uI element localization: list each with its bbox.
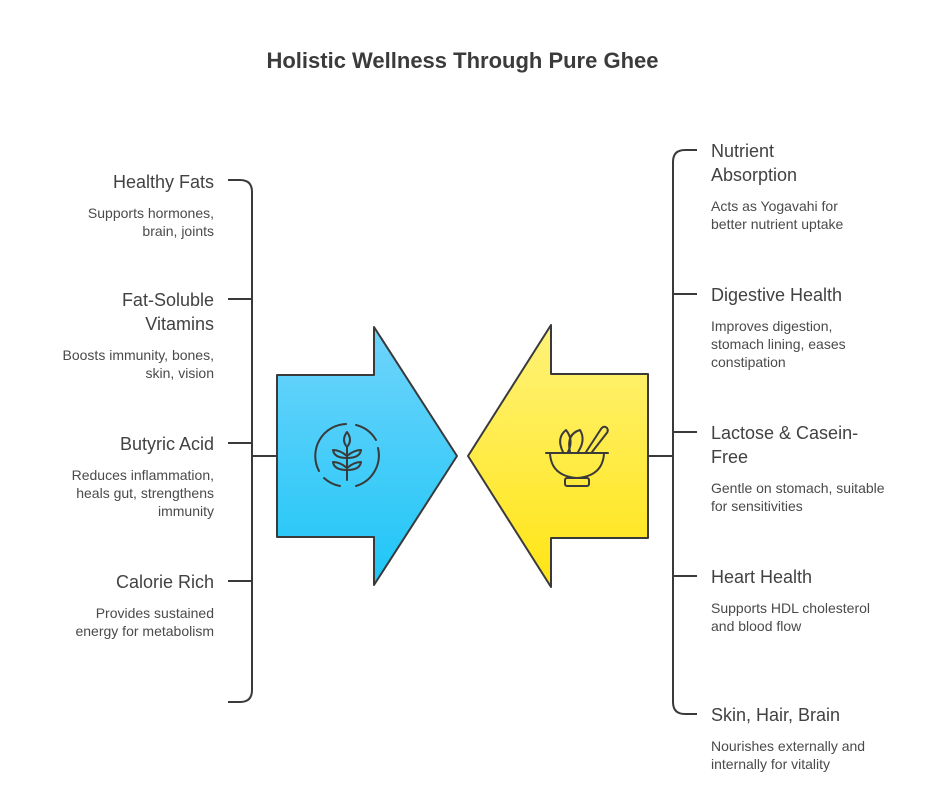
left-item-healthy-fats: Healthy Fats Supports hormones, brain, j… [14, 170, 214, 240]
item-title: Butyric Acid [119, 434, 214, 454]
item-description: Acts as Yogavahi for better nutrient upt… [711, 198, 844, 232]
item-title: Nutrient Absorption [711, 141, 798, 185]
item-title: Calorie Rich [115, 572, 214, 592]
item-description: Gentle on stomach, suitable for sensitiv… [711, 480, 885, 514]
item-description: Supports hormones, brain, joints [87, 205, 214, 239]
page-title: Holistic Wellness Through Pure Ghee [266, 48, 659, 73]
mortar-pestle-icon [545, 425, 609, 487]
left-arrow [276, 326, 458, 586]
right-item-lactose-casein-free: Lactose & Casein-Free Gentle on stomach,… [711, 421, 911, 515]
item-description: Nourishes externally and internally for … [711, 738, 866, 772]
right-item-heart-health: Heart Health Supports HDL cholesterol an… [711, 565, 911, 635]
item-title: Lactose & Casein-Free [711, 423, 859, 467]
item-title: Skin, Hair, Brain [711, 705, 841, 725]
item-description: Supports HDL cholesterol and blood flow [711, 600, 871, 634]
item-title: Digestive Health [711, 285, 843, 305]
item-description: Provides sustained energy for metabolism [75, 605, 214, 639]
right-item-nutrient-absorption: Nutrient Absorption Acts as Yogavahi for… [711, 139, 911, 233]
item-title: Fat-Soluble Vitamins [121, 290, 214, 334]
item-title: Healthy Fats [112, 172, 214, 192]
right-item-digestive-health: Digestive Health Improves digestion, sto… [711, 283, 911, 371]
right-bracket [648, 149, 697, 715]
item-title: Heart Health [711, 567, 813, 587]
left-item-calorie-rich: Calorie Rich Provides sustained energy f… [14, 570, 214, 640]
item-description: Reduces inflammation, heals gut, strengt… [71, 467, 214, 519]
left-bracket [228, 179, 277, 703]
left-item-fat-soluble-vitamins: Fat-Soluble Vitamins Boosts immunity, bo… [14, 288, 214, 382]
item-description: Improves digestion, stomach lining, ease… [711, 318, 846, 370]
right-item-skin-hair-brain: Skin, Hair, Brain Nourishes externally a… [711, 703, 911, 773]
item-description: Boosts immunity, bones, skin, vision [62, 347, 214, 381]
wheat-icon [314, 423, 380, 487]
left-item-butyric-acid: Butyric Acid Reduces inflammation, heals… [14, 432, 214, 520]
right-arrow [467, 324, 649, 588]
